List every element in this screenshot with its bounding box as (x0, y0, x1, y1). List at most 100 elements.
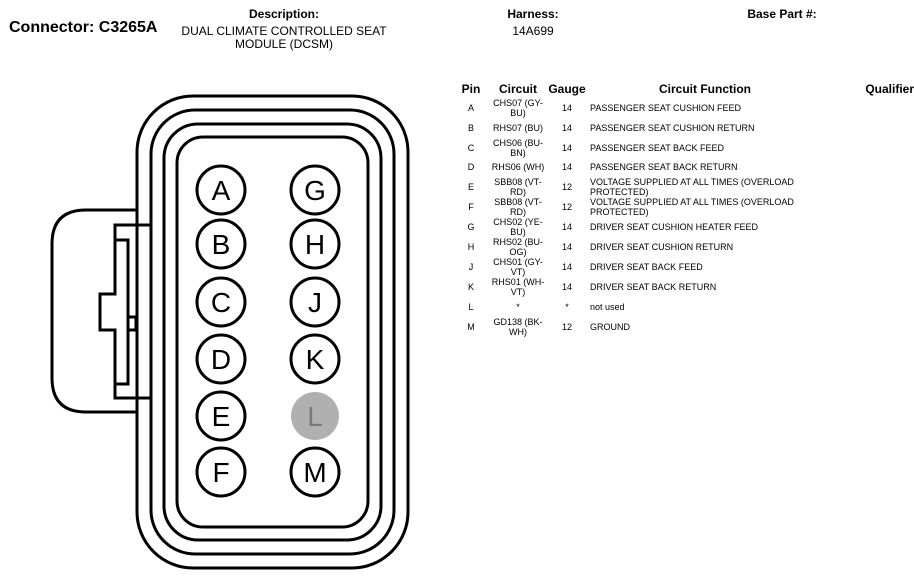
cell-pin: H (467, 242, 475, 252)
pin-circle (195, 164, 247, 216)
cell-circuit: SBB08 (VT-RD) (494, 197, 542, 217)
cell-circuit: CHS02 (YE-BU) (493, 217, 543, 237)
cell-circuit: CHS01 (GY-VT) (493, 257, 543, 277)
cell-function: DRIVER SEAT BACK FEED (590, 262, 703, 272)
pin-label: D (211, 344, 231, 375)
pin-cavity-b: B (195, 218, 247, 270)
col-header-function: Circuit Function (659, 82, 751, 96)
cell-pin: C (467, 142, 475, 153)
table-row: E SBB08 (VT-RD) 12 VOLTAGE SUPPLIED AT ALL … (452, 177, 914, 197)
pin-table: Pin Circuit Gauge Circuit Function Quali… (452, 80, 914, 337)
cell-pin: L (468, 301, 474, 312)
cell-qualifier (822, 138, 914, 158)
cell-circuit: RHS02 (BU-OG) (492, 237, 543, 257)
cell-gauge: 14 (561, 142, 572, 153)
connector-outer-shell (135, 94, 410, 570)
cell-circuit: RHS07 (BU) (492, 122, 543, 133)
pin-circle (195, 218, 247, 270)
pin-cavity-h: H (289, 218, 341, 270)
pin-cavity-f: F (195, 446, 247, 498)
pin-label: E (212, 401, 231, 432)
cell-pin: M (467, 321, 475, 332)
cell-gauge: 14 (561, 282, 572, 292)
description-label: Description: (248, 7, 319, 21)
cell-function: PASSENGER SEAT CUSHION FEED (590, 103, 742, 113)
col-header-circuit: Circuit (498, 82, 537, 96)
locking-tab (50, 208, 152, 414)
cell-circuit: CHS07 (GY-BU) (493, 98, 543, 118)
pin-label: C (211, 287, 231, 318)
cell-function: VOLTAGE SUPPLIED AT ALL TIMES (OVERLOAD … (590, 177, 794, 197)
table-row: F SBB08 (VT-RD) 12 VOLTAGE SUPPLIED AT ALL … (452, 197, 914, 217)
pin-label: G (304, 175, 326, 206)
pin-cavity-d: D (195, 333, 247, 385)
cell-gauge: 14 (561, 222, 572, 232)
pin-cavity-j: J (289, 276, 341, 328)
pin-cavity-a: A (195, 164, 247, 216)
pin-circle (289, 446, 341, 498)
pin-circle (289, 164, 341, 216)
pin-circle (289, 218, 341, 270)
col-header-qualifier: Qualifier (865, 82, 914, 96)
cell-gauge: 12 (561, 321, 572, 332)
cell-gauge: 14 (561, 162, 572, 173)
cell-pin: F (468, 202, 474, 212)
pin-circle (195, 333, 247, 385)
pin-cavity-e: E (195, 390, 247, 442)
pin-label: F (212, 457, 229, 488)
cell-qualifier (822, 158, 914, 178)
cell-function: PASSENGER SEAT CUSHION RETURN (590, 122, 755, 133)
cell-gauge: 14 (561, 122, 572, 133)
cell-circuit: RHS01 (WH-VT) (491, 277, 545, 297)
pin-circle (195, 390, 247, 442)
pin-circle (195, 446, 247, 498)
cell-circuit: SBB08 (VT-RD) (494, 177, 542, 197)
cell-pin: B (467, 122, 474, 133)
pin-label: J (308, 287, 322, 318)
cell-gauge: * (565, 301, 569, 312)
table-row: L * * not used (452, 297, 914, 317)
cell-gauge: 14 (561, 242, 572, 252)
table-header-row: Pin Circuit Gauge Circuit Function Quali… (452, 80, 914, 98)
pin-label: H (305, 229, 325, 260)
cell-circuit: CHS06 (BU-BN) (492, 137, 543, 158)
pin-cavity-c: C (195, 276, 247, 328)
cell-gauge: 12 (561, 202, 572, 212)
cell-qualifier (822, 118, 914, 138)
cell-function: DRIVER SEAT BACK RETURN (590, 282, 717, 292)
pin-cavity-frame (175, 135, 370, 529)
cell-pin: A (467, 103, 474, 113)
cell-gauge: 12 (561, 182, 572, 192)
cell-pin: J (468, 262, 474, 272)
description-value: DUAL CLIMATE CONTROLLED SEAT MODULE (DCS… (181, 24, 387, 51)
connector-id: C3265A (98, 19, 158, 36)
pin-label: L (307, 401, 323, 432)
cell-function: PASSENGER SEAT BACK FEED (590, 142, 725, 153)
cell-pin: E (467, 182, 474, 192)
cell-function: VOLTAGE SUPPLIED AT ALL TIMES (OVERLOAD … (590, 197, 794, 217)
harness-value: 14A699 (512, 24, 554, 38)
cell-circuit: * (516, 301, 520, 312)
connector-label: Connector: (9, 19, 95, 36)
cell-qualifier (822, 237, 914, 257)
cell-circuit: RHS06 (WH) (491, 162, 545, 173)
cell-function: GROUND (590, 321, 630, 332)
connector-title: Connector: C3265A (9, 19, 157, 37)
base-part-label: Base Part #: (747, 7, 817, 21)
connector-middle-shell (149, 108, 396, 556)
harness-label: Harness: (507, 7, 559, 21)
pin-circle (289, 333, 341, 385)
cell-function: DRIVER SEAT CUSHION HEATER FEED (590, 222, 759, 232)
cell-function: not used (590, 301, 625, 312)
pin-circle (291, 392, 339, 440)
connector-inner-shell (162, 122, 383, 542)
